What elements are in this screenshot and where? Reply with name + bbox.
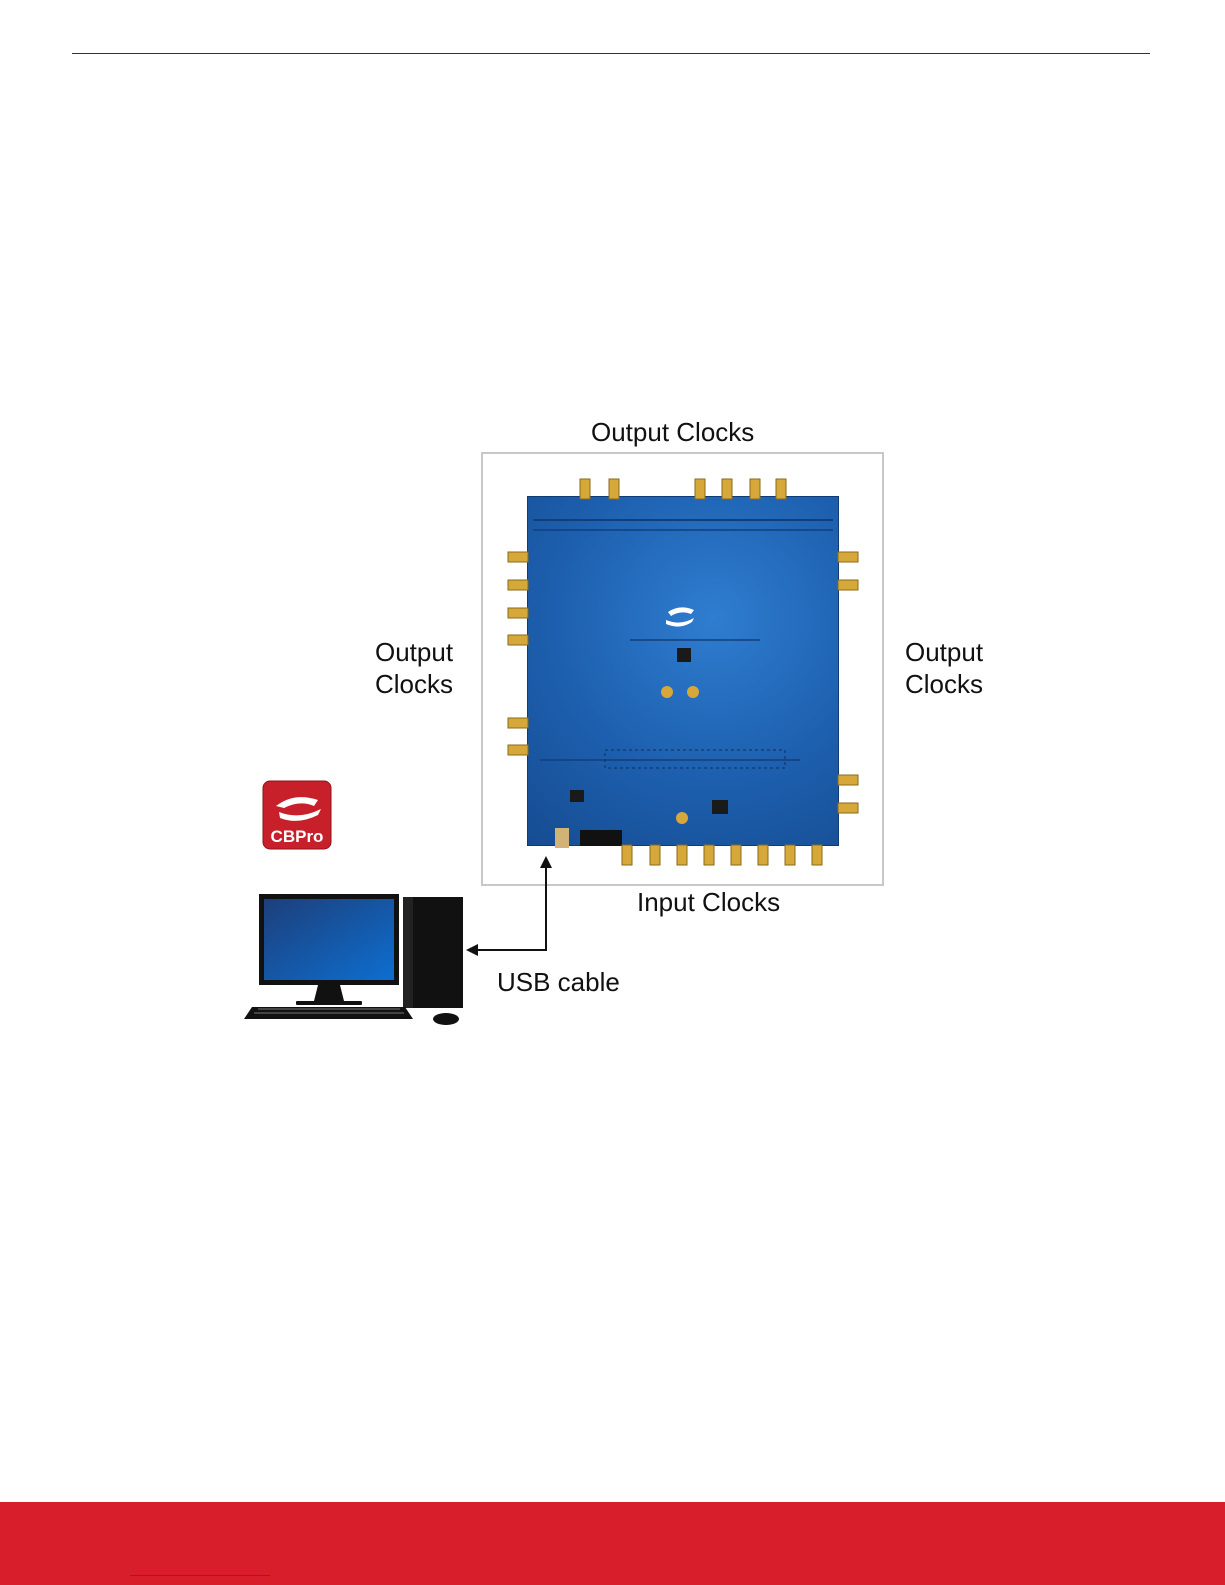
ref-connector [661,686,673,698]
pin-header [580,830,622,846]
left-sma-connectors [508,552,528,755]
top-sma-connectors [580,479,786,499]
right-sma-connectors [838,552,858,813]
computer-icon [244,894,463,1025]
pcb-details [533,520,833,848]
silicon-labs-logo-icon [666,607,694,626]
regulator-chip [712,800,728,814]
usb-connector [555,828,569,848]
footer-bar [0,1502,1225,1585]
usb-controller-chip [570,790,584,802]
bottom-sma-connectors [622,845,822,865]
main-ic-chip [677,648,691,662]
board-mount-hole [676,812,688,824]
cbpro-logo-text: CBPro [271,827,324,846]
cbpro-logo: CBPro [263,781,331,849]
ref-connector-2 [687,686,699,698]
mouse [433,1013,459,1025]
footer-link-underline [130,1575,270,1576]
usb-cable-arrow [466,856,552,956]
